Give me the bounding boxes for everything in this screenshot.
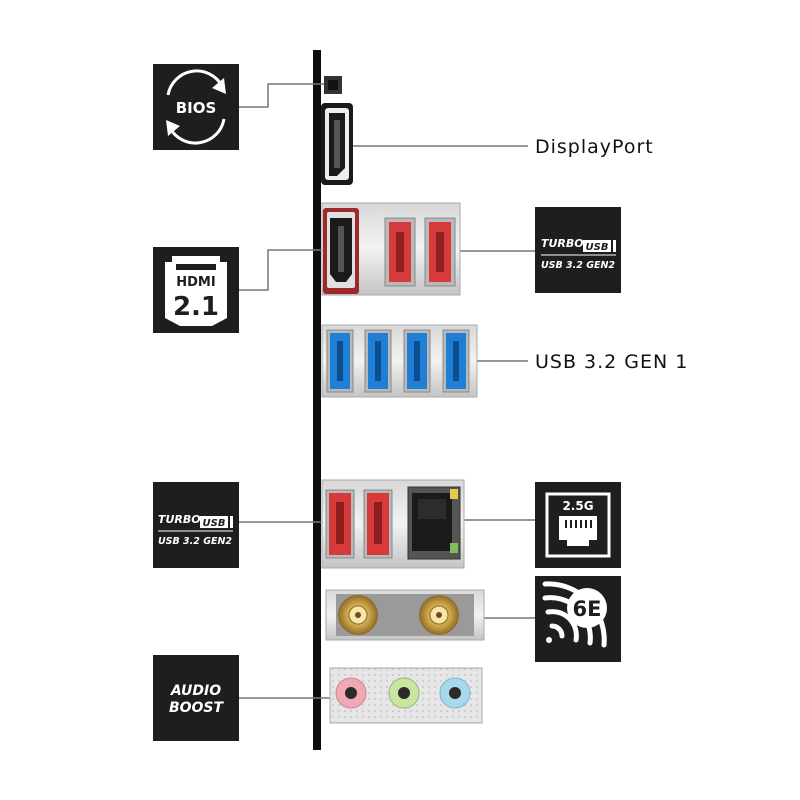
usb-gen2-port-bottom-1	[325, 489, 355, 559]
usb-gen1-port-2	[364, 329, 392, 393]
turbo-usb-top-usb: USB	[586, 242, 609, 253]
usb-lan-block	[321, 479, 465, 569]
usb-gen2-port-bottom-2	[363, 489, 393, 559]
hdmi-badge: HDMI 2.1	[153, 247, 239, 333]
audio-jack-pink	[335, 677, 367, 709]
ethernet-2-5g-icon	[545, 492, 611, 558]
usb-gen1-block	[321, 324, 478, 398]
turbo-usb-top-turbo: TURBO	[541, 237, 584, 250]
usb-gen1-port-1	[326, 329, 354, 393]
hdmi-port	[323, 208, 359, 294]
ethernet-port	[407, 486, 461, 560]
turbo-usb-badge-bottom: TURBO USB USB 3.2 GEN2	[153, 482, 239, 568]
usb-gen1-label: USB 3.2 GEN 1	[535, 351, 688, 373]
turbo-usb-badge-top: TURBO USB USB 3.2 GEN2	[535, 207, 621, 293]
turbo-usb-bottom-turbo: TURBO	[158, 513, 201, 526]
audio-boost-line2: BOOST	[169, 700, 225, 716]
hdmi-word: HDMI	[176, 275, 215, 290]
bios-label: BIOS	[176, 99, 217, 117]
audio-boost-line1: AUDIO	[170, 683, 221, 699]
lan-badge: 2.5G	[535, 482, 621, 568]
turbo-usb-bottom-usb: USB	[203, 518, 226, 529]
audio-jack-blue	[439, 677, 471, 709]
turbo-usb-top-sub: USB 3.2 GEN2	[541, 260, 615, 271]
hdmi-2-1-icon	[165, 256, 227, 326]
audio-jack-green	[388, 677, 420, 709]
wifi-6e-label: 6E	[573, 597, 602, 621]
bios-flashback-button	[324, 76, 342, 94]
hdmi-usb-block	[321, 202, 461, 296]
antenna-connector-2	[419, 595, 459, 635]
usb-gen1-port-3	[403, 329, 431, 393]
callout-lines	[239, 83, 535, 699]
antenna-connector-1	[338, 595, 378, 635]
bios-badge: BIOS	[153, 64, 239, 150]
displayport-connector	[321, 103, 353, 185]
displayport-label: DisplayPort	[535, 136, 654, 158]
usb-gen1-port-4	[442, 329, 470, 393]
wifi-badge: 6E	[535, 576, 621, 662]
audio-boost-badge: AUDIO BOOST	[153, 655, 239, 741]
turbo-usb-bottom-sub: USB 3.2 GEN2	[158, 536, 232, 547]
wifi-antenna-block	[325, 589, 485, 641]
audio-jack-block	[329, 667, 483, 724]
lan-speed-label: 2.5G	[562, 499, 593, 513]
bios-flashback-icon	[166, 69, 226, 145]
hdmi-version: 2.1	[173, 292, 219, 322]
usb-gen2-port-top-1	[384, 217, 416, 287]
backplate-bar	[313, 50, 321, 750]
usb-gen2-port-top-2	[424, 217, 456, 287]
